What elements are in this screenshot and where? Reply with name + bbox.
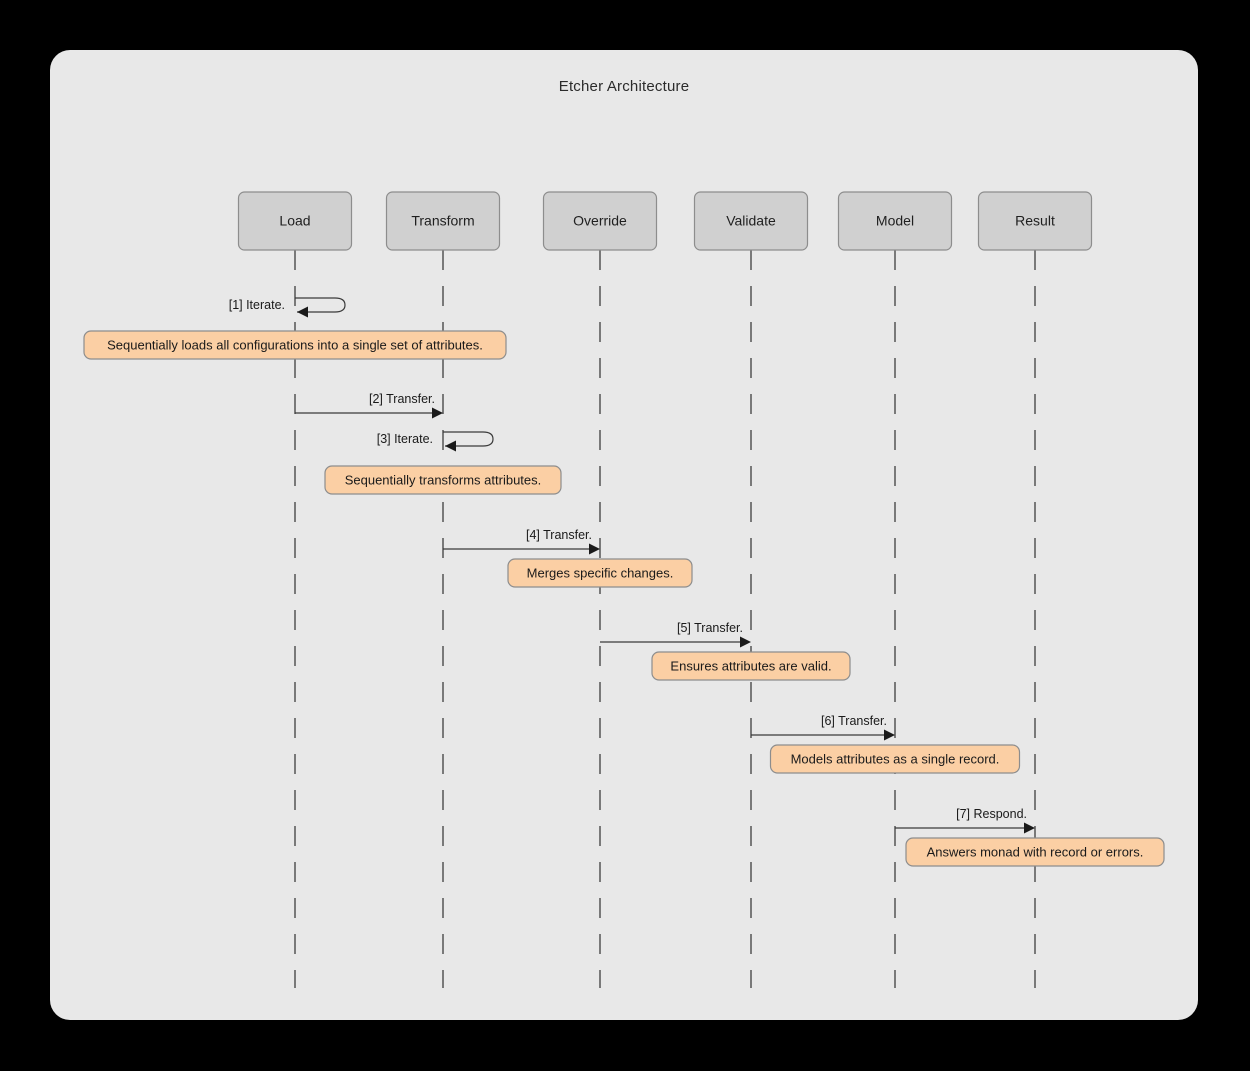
note-message-4: Merges specific changes.	[507, 558, 693, 588]
participant-label: Result	[1015, 213, 1055, 229]
message-label: [1] Iterate.	[229, 298, 285, 312]
arrowhead-icon	[432, 407, 443, 419]
participant-box	[693, 191, 809, 251]
message-2[interactable]: [2] Transfer.	[295, 392, 443, 419]
note-message-5: Ensures attributes are valid.	[651, 651, 851, 681]
participant-box	[837, 191, 953, 251]
participant-box	[542, 191, 658, 251]
arrowhead-icon	[445, 440, 456, 452]
participant-label: Load	[279, 213, 310, 229]
note-box	[83, 330, 507, 360]
participant-label: Model	[876, 213, 914, 229]
note-label: Answers monad with record or errors.	[927, 844, 1144, 859]
participant-validate[interactable]: Validate	[693, 191, 809, 251]
message-label: [4] Transfer.	[526, 528, 592, 542]
messages-layer: [1] Iterate. [2] Transfer. [3] Iterate. [4]…	[229, 297, 1035, 834]
participant-box	[237, 191, 353, 251]
participant-label: Override	[573, 213, 627, 229]
message-label: [5] Transfer.	[677, 621, 743, 635]
self-loop-path	[443, 431, 494, 447]
message-1[interactable]: [1] Iterate.	[229, 297, 346, 318]
note-message-6: Models attributes as a single record.	[769, 744, 1021, 774]
arrowhead-icon	[740, 636, 751, 648]
participant-override[interactable]: Override	[542, 191, 658, 251]
note-label: Ensures attributes are valid.	[670, 658, 831, 673]
participant-model[interactable]: Model	[837, 191, 953, 251]
note-box	[324, 465, 562, 495]
note-box	[651, 651, 851, 681]
message-7[interactable]: [7] Respond.	[895, 807, 1035, 834]
note-message-1: Sequentially loads all configurations in…	[83, 330, 507, 360]
note-label: Merges specific changes.	[527, 565, 674, 580]
message-label: [3] Iterate.	[377, 432, 433, 446]
participant-result[interactable]: Result	[977, 191, 1093, 251]
arrowhead-icon	[884, 729, 895, 741]
note-label: Models attributes as a single record.	[791, 751, 1000, 766]
arrowhead-icon	[589, 543, 600, 555]
message-label: [7] Respond.	[956, 807, 1027, 821]
note-label: Sequentially loads all configurations in…	[107, 337, 483, 352]
message-4[interactable]: [4] Transfer.	[443, 528, 600, 555]
message-5[interactable]: [5] Transfer.	[600, 621, 751, 648]
participants-layer: Load Transform Override Validate Model Result	[237, 191, 1093, 251]
notes-layer: Sequentially loads all configurations in…	[83, 330, 1165, 867]
note-box	[769, 744, 1021, 774]
note-message-7: Answers monad with record or errors.	[905, 837, 1165, 867]
message-label: [2] Transfer.	[369, 392, 435, 406]
participant-label: Validate	[726, 213, 776, 229]
note-box	[507, 558, 693, 588]
participant-box	[977, 191, 1093, 251]
note-label: Sequentially transforms attributes.	[345, 472, 542, 487]
arrowhead-icon	[1024, 822, 1035, 834]
self-loop-path	[295, 297, 346, 313]
message-6[interactable]: [6] Transfer.	[751, 714, 895, 741]
participant-transform[interactable]: Transform	[385, 191, 501, 251]
page-title: Etcher Architecture	[558, 78, 690, 95]
note-message-3: Sequentially transforms attributes.	[324, 465, 562, 495]
arrowhead-icon	[297, 306, 308, 318]
note-box	[905, 837, 1165, 867]
participant-load[interactable]: Load	[237, 191, 353, 251]
lifelines-layer	[294, 250, 1036, 988]
participant-label: Transform	[411, 213, 474, 229]
participant-box	[385, 191, 501, 251]
message-label: [6] Transfer.	[821, 714, 887, 728]
message-3[interactable]: [3] Iterate.	[377, 431, 494, 452]
